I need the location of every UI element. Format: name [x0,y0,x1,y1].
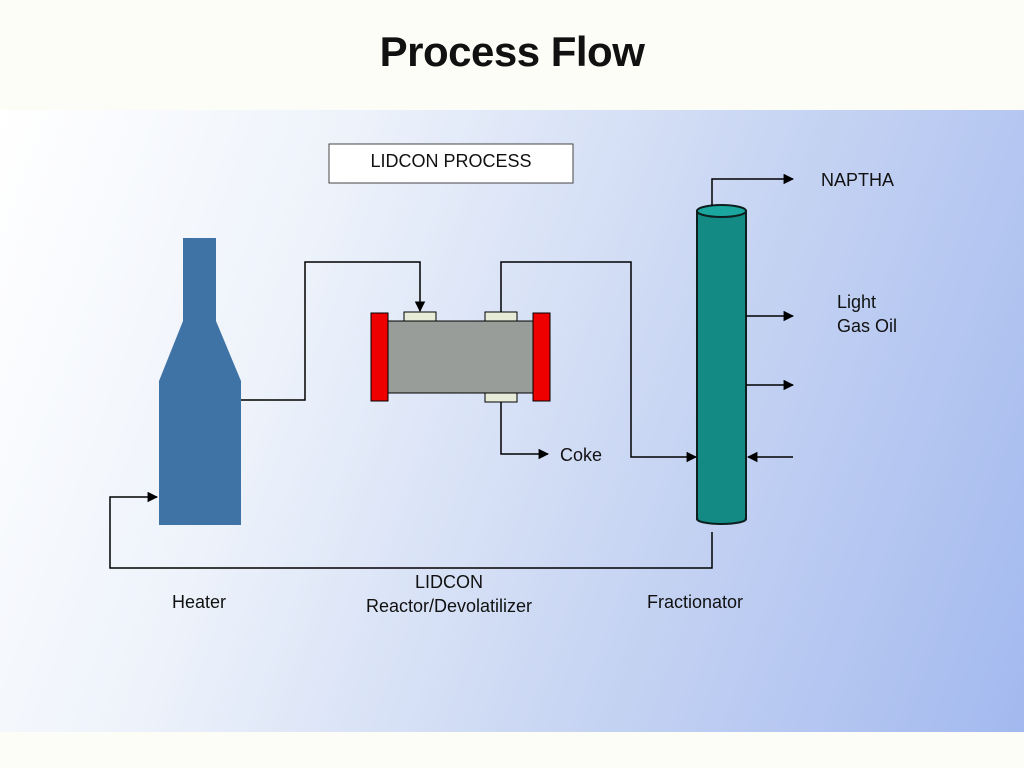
fractionator [696,204,747,525]
bottoms-recycle-line [109,491,713,569]
reactor [370,311,551,403]
naptha-label: NAPTHA [821,170,894,190]
reactor-to-fractionator-line [500,261,698,463]
process-title-label: LIDCON PROCESS [370,151,531,171]
coke-outlet-line [500,402,550,460]
naptha-outlet-line [711,173,795,206]
heater-label: Heater [172,592,226,612]
heater-taper [159,321,241,381]
slide-title: Process Flow [379,28,645,75]
reactor-label-line1: LIDCON [415,572,483,592]
heater [159,238,241,525]
reactor-cap-left [370,312,389,402]
fractionator-column-fill [698,212,745,518]
fractionator-label: Fractionator [647,592,743,612]
process-title-box [328,143,574,184]
heater-stack [183,238,216,321]
reactor-body [386,320,534,394]
reactor-cap-right [532,312,551,402]
fractionator-top [696,204,747,218]
coke-label: Coke [560,445,602,465]
reactor-label-line2: Reactor/Devolatilizer [366,596,532,616]
light-gas-oil-label-line2: Gas Oil [837,316,897,336]
heater-to-reactor-line [241,261,426,401]
light-gas-oil-label-line1: Light [837,292,876,312]
heater-body [159,381,241,525]
